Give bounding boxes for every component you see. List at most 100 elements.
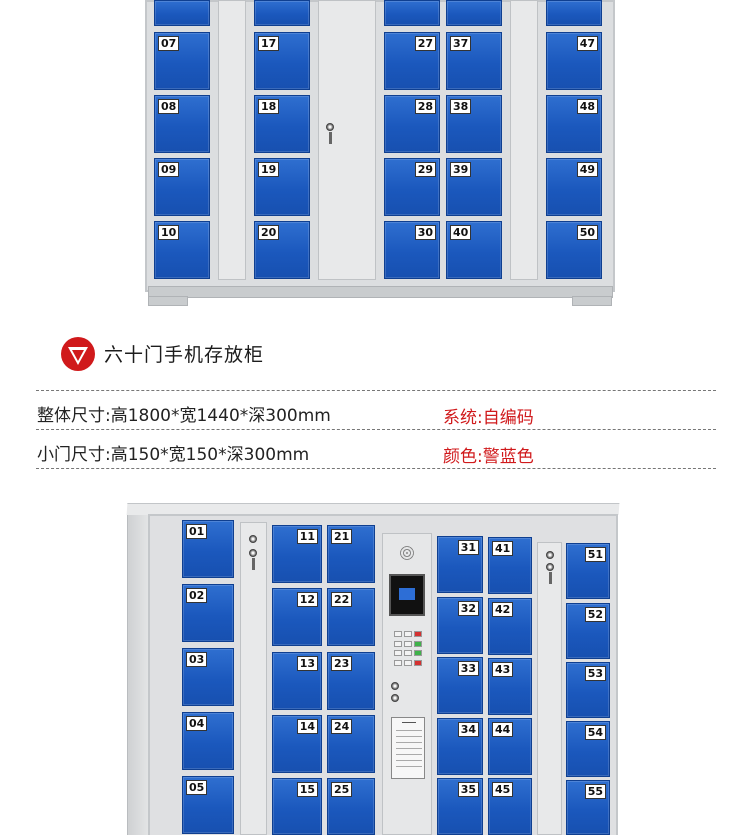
keypad-key[interactable] [414,650,422,656]
side-panel [218,0,246,280]
locker-door: 31 [437,536,483,593]
system-spec: 系统:自编码 [443,408,534,428]
locker-door: 40 [446,221,502,279]
locker-number: 48 [576,99,598,114]
keypad-key[interactable] [404,631,412,637]
locker-number: 23 [331,656,353,671]
locker-door: 38 [446,95,502,153]
locker-number: 19 [258,162,280,177]
locker-number: 30 [414,225,436,240]
locker-door: 35 [437,778,483,835]
locker-door: 41 [488,537,532,594]
keyhole-icon [546,563,554,571]
locker-door: 11 [272,525,322,583]
locker-number: 20 [258,225,280,240]
locker-number: 49 [576,162,598,177]
notice-text-line [396,736,422,737]
locker-number: 33 [457,661,479,676]
locker-door: 19 [254,158,310,216]
locker-number: 03 [186,652,208,667]
keypad-key[interactable] [404,650,412,656]
locker-door: 32 [437,597,483,654]
cabinet-foot [148,296,188,306]
key-icon [549,572,552,584]
product-title: 六十门手机存放柜 [104,344,265,366]
locker-number: 37 [450,36,472,51]
locker-number: 04 [186,716,208,731]
locker-door: 50 [546,221,602,279]
locker-number: 27 [414,36,436,51]
door-size-spec: 小门尺寸:高150*宽150*深300mm [37,445,310,465]
overall-size-spec: 整体尺寸:高1800*宽1440*深300mm [37,406,331,426]
control-panel [382,533,432,835]
locker-number: 52 [584,607,606,622]
locker-door: 34 [437,718,483,775]
side-panel [537,542,562,835]
locker-door: 21 [327,525,375,583]
keypad-key[interactable] [394,659,402,666]
locker-number: 45 [492,782,514,797]
locker-door: 53 [566,662,610,718]
locker-number: 10 [158,225,180,240]
key-icon [329,132,332,144]
locker-door: 13 [272,652,322,710]
locker-door: 02 [182,584,234,642]
keypad-key[interactable] [394,640,402,647]
divider [36,468,716,469]
locker-door: 25 [327,778,375,835]
notice-text-line [396,754,422,755]
locker-number: 05 [186,780,208,795]
keypad-key[interactable] [394,650,402,656]
keypad-key[interactable] [404,659,412,666]
locker-door: 03 [182,648,234,706]
notice-text-line [396,742,422,743]
locker-door: 01 [182,520,234,578]
locker-number: 13 [296,656,318,671]
locker-door [446,0,502,26]
cabinet-foot [572,296,612,306]
locker-number: 44 [492,722,514,737]
locker-number: 02 [186,588,208,603]
locker-door: 49 [546,158,602,216]
notice-text-line [396,760,422,761]
locker-door: 08 [154,95,210,153]
locker-door: 37 [446,32,502,90]
locker-number: 43 [492,662,514,677]
locker-door: 54 [566,721,610,777]
instructions-notice [391,717,425,779]
keyhole-icon [249,549,257,557]
locker-number: 17 [258,36,280,51]
locker-door: 05 [182,776,234,834]
locker-door [384,0,440,26]
locker-door: 29 [384,158,440,216]
locker-number: 38 [450,99,472,114]
keypad-key[interactable] [414,659,422,666]
locker-door: 15 [272,778,322,835]
locker-door: 51 [566,543,610,599]
locker-number: 39 [450,162,472,177]
locker-number: 40 [450,225,472,240]
locker-door: 47 [546,32,602,90]
locker-number: 11 [296,529,318,544]
keyhole-icon [391,682,399,690]
locker-door: 43 [488,658,532,715]
locker-door: 10 [154,221,210,279]
locker-door: 27 [384,32,440,90]
locker-door: 24 [327,715,375,773]
locker-door: 44 [488,718,532,775]
cabinet-base [148,286,613,298]
locker-door: 04 [182,712,234,770]
locker-number: 14 [296,719,318,734]
locker-number: 25 [331,782,353,797]
locker-number: 09 [158,162,180,177]
locker-number: 15 [296,782,318,797]
keypad-key[interactable] [394,631,402,637]
keypad-key[interactable] [404,640,412,647]
locker-door: 28 [384,95,440,153]
keypad-key[interactable] [414,640,422,647]
locker-number: 47 [576,36,598,51]
locker-number: 42 [492,602,514,617]
keypad-key[interactable] [414,631,422,637]
locker-number: 32 [457,601,479,616]
keypad[interactable] [394,631,422,667]
